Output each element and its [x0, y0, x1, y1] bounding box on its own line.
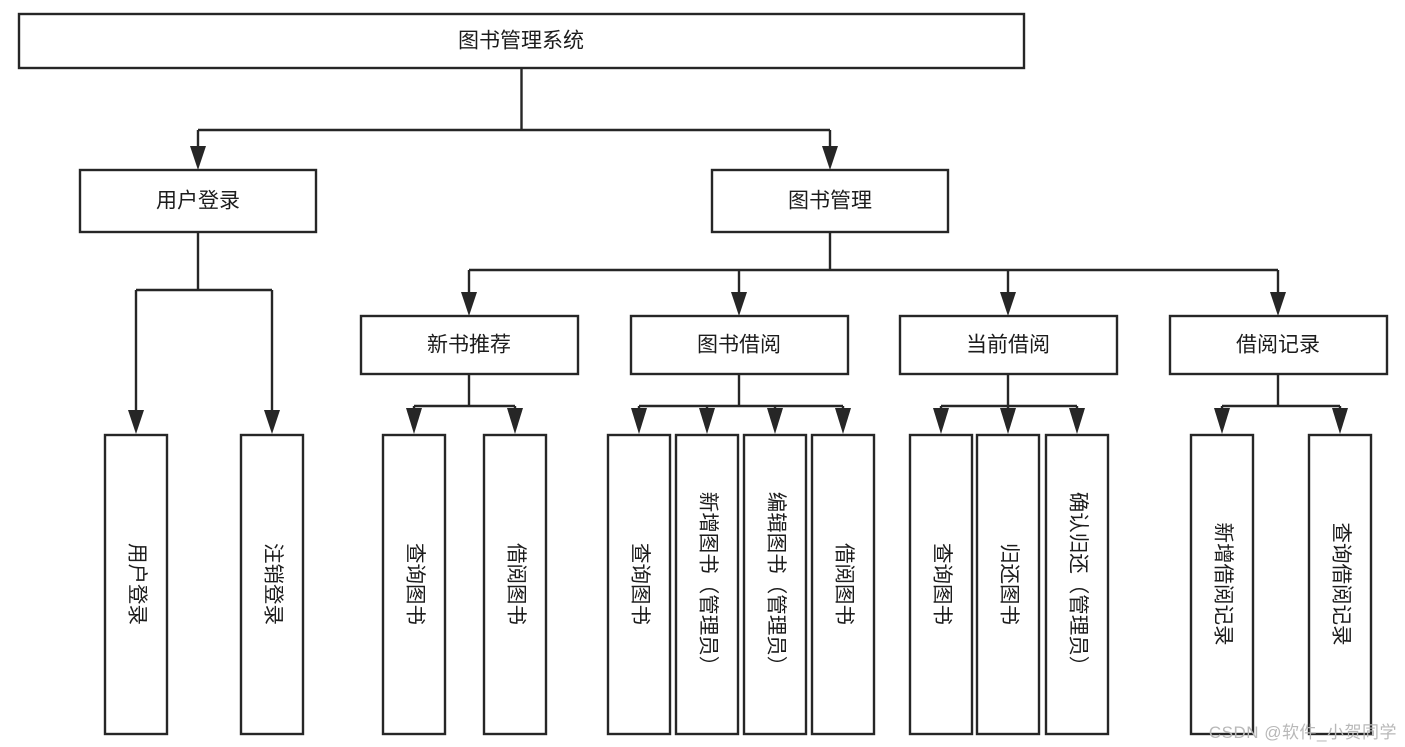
- arrow-to-leaf-return-book: [1000, 408, 1016, 434]
- leaf-query-record-label: 查询借阅记录: [1330, 523, 1353, 646]
- arrow-to-leaf-add-record: [1214, 408, 1230, 434]
- node-root[interactable]: 图书管理系统: [17, 12, 1026, 70]
- leaf-add-book[interactable]: 新增图书（管理员）: [674, 433, 740, 736]
- leaf-query-book-borrow-label: 查询图书: [629, 543, 652, 625]
- leaf-borrow-book-rec[interactable]: 借阅图书: [482, 433, 548, 736]
- leaf-query-book-rec-box[interactable]: [381, 433, 447, 736]
- leaf-query-book-borrow-box[interactable]: [606, 433, 672, 736]
- leaf-logout-box[interactable]: [239, 433, 305, 736]
- node-book-borrow[interactable]: 图书借阅: [629, 314, 850, 376]
- arrow-to-leaf-add-book: [699, 408, 715, 434]
- edge-book-borrow-bus: [637, 374, 845, 410]
- node-new-book-rec[interactable]: 新书推荐: [359, 314, 580, 376]
- leaf-logout[interactable]: 注销登录: [239, 433, 305, 736]
- arrow-to-leaf-logout: [264, 410, 280, 434]
- edge-book-manage-bus: [467, 232, 1280, 292]
- leaf-return-book[interactable]: 归还图书: [975, 433, 1041, 736]
- node-current-borrow[interactable]: 当前借阅: [898, 314, 1119, 376]
- edge-borrow-records-bus: [1220, 374, 1342, 410]
- connector-layer: [128, 68, 1348, 434]
- arrow-to-leaf-borrow-book-2: [835, 408, 851, 434]
- arrow-to-current-borrow: [1000, 292, 1016, 316]
- leaf-borrow-book-box[interactable]: [810, 433, 876, 736]
- leaf-return-book-box[interactable]: [975, 433, 1041, 736]
- node-book-borrow-label: 图书借阅: [697, 334, 781, 357]
- arrow-to-book-manage: [822, 146, 838, 170]
- leaf-query-record[interactable]: 查询借阅记录: [1307, 433, 1373, 736]
- leaf-query-book-current[interactable]: 查询图书: [908, 433, 974, 736]
- leaf-add-record-box[interactable]: [1189, 433, 1255, 736]
- leaf-add-book-label: 新增图书（管理员）: [697, 492, 720, 677]
- leaf-user-login[interactable]: 用户登录: [103, 433, 169, 736]
- leaf-query-record-box[interactable]: [1307, 433, 1373, 736]
- node-user-login-label: 用户登录: [156, 190, 240, 213]
- leaf-confirm-return-box[interactable]: [1044, 433, 1110, 736]
- leaf-user-login-label: 用户登录: [126, 543, 149, 625]
- node-borrow-records[interactable]: 借阅记录: [1168, 314, 1389, 376]
- node-book-manage-label: 图书管理: [788, 190, 872, 213]
- arrow-to-leaf-edit-book: [767, 408, 783, 434]
- node-root-label: 图书管理系统: [458, 30, 584, 53]
- leaf-edit-book-label: 编辑图书（管理员）: [765, 492, 788, 677]
- node-borrow-records-box[interactable]: [1168, 314, 1389, 376]
- leaf-query-book-rec-label: 查询图书: [404, 543, 427, 625]
- edge-user-login-bus: [134, 232, 274, 410]
- edge-new-book-rec-bus: [412, 374, 517, 410]
- leaf-confirm-return-label: 确认归还（管理员）: [1067, 492, 1090, 677]
- leaf-borrow-book[interactable]: 借阅图书: [810, 433, 876, 736]
- leaf-query-book-current-box[interactable]: [908, 433, 974, 736]
- arrow-to-leaf-query-record: [1332, 408, 1348, 434]
- arrow-to-leaf-query-book-3: [933, 408, 949, 434]
- arrow-to-book-borrow: [731, 292, 747, 316]
- edge-current-borrow-bus: [939, 374, 1079, 410]
- arrow-to-user-login: [190, 146, 206, 170]
- node-current-borrow-box[interactable]: [898, 314, 1119, 376]
- leaf-add-book-box[interactable]: [674, 433, 740, 736]
- node-current-borrow-label: 当前借阅: [966, 334, 1050, 357]
- leaf-borrow-book-label: 借阅图书: [833, 543, 856, 625]
- arrow-to-borrow-records: [1270, 292, 1286, 316]
- leaf-confirm-return[interactable]: 确认归还（管理员）: [1044, 433, 1110, 736]
- leaf-logout-label: 注销登录: [262, 543, 285, 625]
- node-borrow-records-label: 借阅记录: [1236, 334, 1320, 357]
- leaf-query-book-rec[interactable]: 查询图书: [381, 433, 447, 736]
- leaf-borrow-book-rec-box[interactable]: [482, 433, 548, 736]
- leaf-borrow-book-rec-label: 借阅图书: [505, 543, 528, 625]
- leaf-edit-book[interactable]: 编辑图书（管理员）: [742, 433, 808, 736]
- leaf-query-book-borrow[interactable]: 查询图书: [606, 433, 672, 736]
- leaf-query-book-current-label: 查询图书: [931, 543, 954, 625]
- node-user-login-box[interactable]: [78, 168, 318, 234]
- node-book-borrow-box[interactable]: [629, 314, 850, 376]
- arrow-to-leaf-query-book-2: [631, 408, 647, 434]
- leaf-add-record-label: 新增借阅记录: [1212, 523, 1235, 646]
- node-new-book-rec-label: 新书推荐: [427, 334, 511, 357]
- leaf-edit-book-box[interactable]: [742, 433, 808, 736]
- node-book-manage[interactable]: 图书管理: [710, 168, 950, 234]
- leaf-return-book-label: 归还图书: [998, 543, 1021, 625]
- arrow-to-leaf-borrow-book-1: [507, 408, 523, 434]
- arrow-to-leaf-user-login: [128, 410, 144, 434]
- edge-root-bus: [196, 68, 832, 146]
- arrow-to-leaf-confirm-return: [1069, 408, 1085, 434]
- leaf-add-record[interactable]: 新增借阅记录: [1189, 433, 1255, 736]
- leaf-user-login-box[interactable]: [103, 433, 169, 736]
- arrow-to-leaf-query-book-1: [406, 408, 422, 434]
- node-root-box[interactable]: [17, 12, 1026, 70]
- node-user-login[interactable]: 用户登录: [78, 168, 318, 234]
- arrow-to-new-book-rec: [461, 292, 477, 316]
- node-new-book-rec-box[interactable]: [359, 314, 580, 376]
- node-book-manage-box[interactable]: [710, 168, 950, 234]
